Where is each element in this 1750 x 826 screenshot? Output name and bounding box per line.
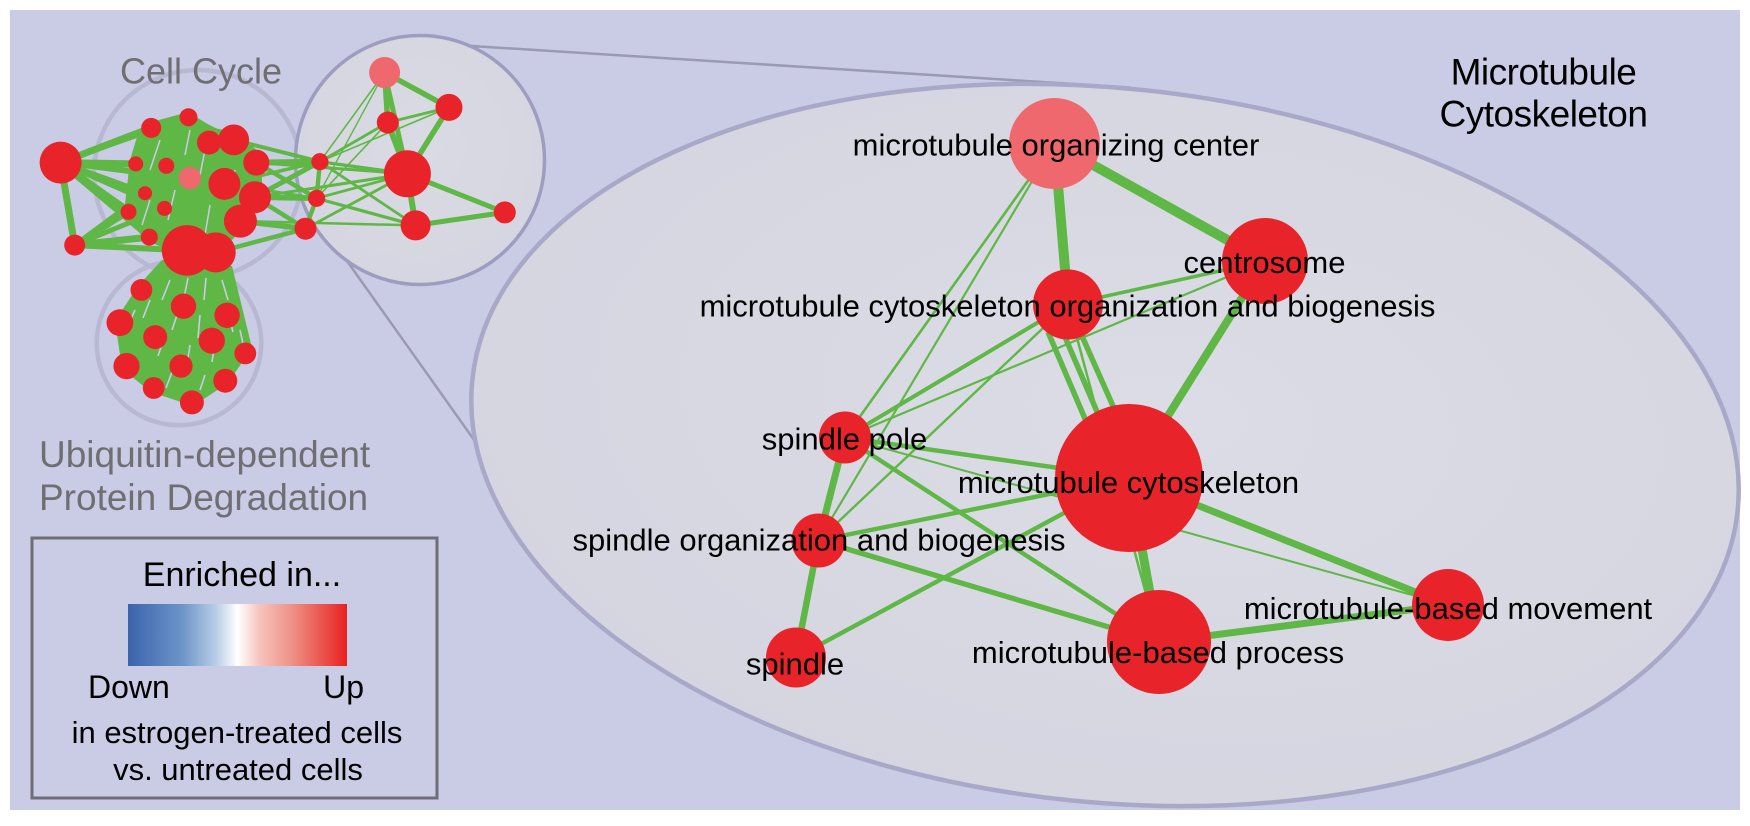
svg-text:Protein Degradation: Protein Degradation: [39, 477, 368, 518]
svg-text:Microtubule: Microtubule: [1451, 51, 1637, 92]
svg-text:vs. untreated cells: vs. untreated cells: [113, 752, 363, 787]
svg-text:in estrogen-treated cells: in estrogen-treated cells: [72, 715, 403, 750]
svg-text:microtubule cytoskeleton: microtubule cytoskeleton: [958, 465, 1299, 500]
svg-text:microtubule-based movement: microtubule-based movement: [1244, 591, 1653, 626]
svg-text:spindle pole: spindle pole: [762, 422, 927, 457]
svg-text:centrosome: centrosome: [1184, 245, 1346, 280]
svg-text:microtubule organizing center: microtubule organizing center: [853, 128, 1260, 163]
svg-text:Ubiquitin-dependent: Ubiquitin-dependent: [39, 434, 371, 475]
svg-text:microtubule cytoskeleton organ: microtubule cytoskeleton organization an…: [700, 289, 1436, 324]
svg-text:Down: Down: [88, 669, 170, 705]
svg-text:spindle: spindle: [746, 647, 844, 682]
svg-text:spindle organization and bioge: spindle organization and biogenesis: [573, 523, 1066, 558]
svg-text:Enriched in...: Enriched in...: [143, 556, 341, 594]
svg-text:microtubule-based process: microtubule-based process: [972, 635, 1344, 670]
svg-text:Up: Up: [323, 669, 364, 705]
svg-text:Cell Cycle: Cell Cycle: [120, 50, 282, 91]
svg-text:Cytoskeleton: Cytoskeleton: [1440, 93, 1648, 134]
